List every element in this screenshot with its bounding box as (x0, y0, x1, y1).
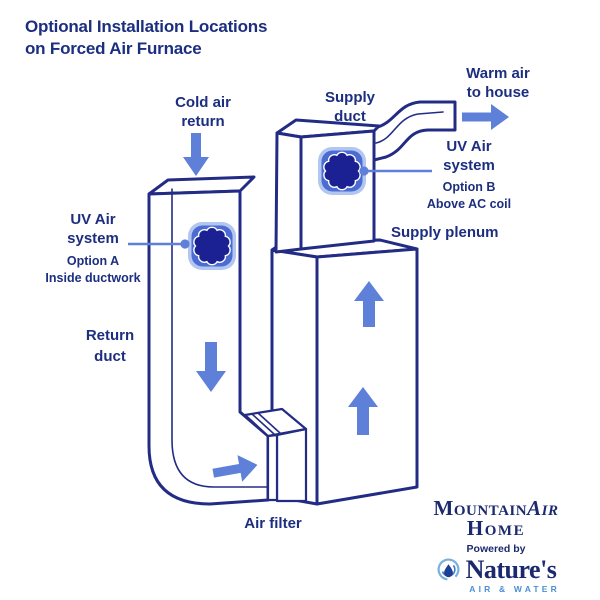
supply-duct-fold-line (375, 111, 444, 144)
uv-option-b-option: Option B (442, 180, 496, 194)
uv-option-b-note: Above AC coil (426, 197, 512, 211)
return-duct-down-arrow-icon (196, 342, 226, 392)
air-water-tagline: AIR & WATER (469, 584, 560, 594)
natures-lockup: Nature's (436, 556, 557, 583)
uv-lamp-icon-option-b (317, 146, 367, 196)
supply-plenum-label: Supply plenum (391, 224, 499, 241)
uv-option-a-title: UV Air system (67, 211, 119, 247)
supply-duct-shape (372, 100, 457, 162)
warm-air-right-arrow-icon (462, 104, 509, 130)
furnace-front-face (315, 247, 419, 506)
cold-air-return-label: Cold air return (175, 94, 231, 130)
supply-duct-label: Supply duct (324, 89, 375, 125)
uv-option-b-title: UV Air system (443, 138, 495, 174)
water-drop-icon (437, 558, 460, 581)
air-filter-label: Air filter (244, 515, 302, 532)
warm-air-to-house-label: Warm air to house (466, 65, 530, 101)
brand-air-text: Air (527, 496, 559, 520)
cold-air-down-arrow-icon (183, 133, 209, 176)
air-filter-slab (266, 433, 279, 502)
option-a-leader-dot (180, 239, 190, 249)
uv-lamp-icon-option-a (187, 221, 237, 271)
powered-by-text: Powered by (466, 543, 526, 555)
uv-option-a-option: Option A (66, 254, 120, 268)
plenum-up-arrow-lower-icon (348, 387, 378, 435)
return-duct-fold-line (171, 188, 269, 488)
return-duct-label: Return duct (85, 327, 135, 365)
brand-home-text: Home (466, 516, 526, 540)
page-title: Optional Installation Locations on Force… (25, 17, 268, 58)
brand-logo: MountainAir Home Powered by Nature's AIR… (398, 498, 594, 595)
coil-box-left-face (274, 131, 303, 254)
natures-text: Nature's (465, 555, 557, 584)
plenum-up-arrow-upper-icon (354, 281, 384, 327)
air-filter-stripes (251, 412, 281, 435)
option-b-leader-dot (359, 166, 369, 176)
air-filter-housing (275, 427, 308, 503)
brand-wordmark: MountainAir (434, 498, 559, 519)
uv-option-a-note: Inside ductwork (45, 271, 141, 285)
brand-mountain-text: Mountain (433, 496, 528, 520)
filter-right-arrow-icon (212, 455, 258, 482)
